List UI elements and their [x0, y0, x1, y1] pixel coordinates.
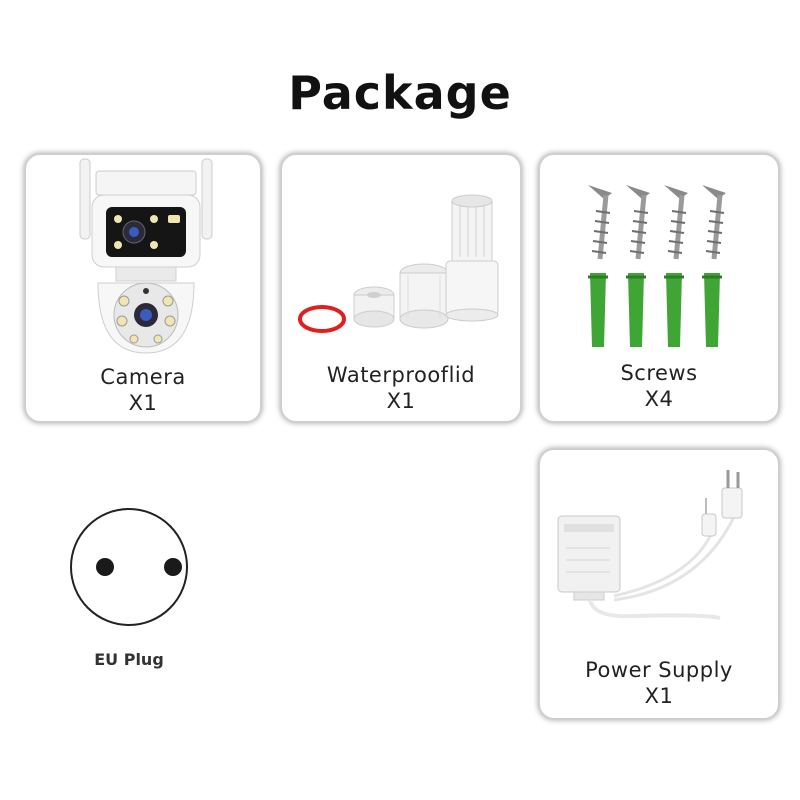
waterprooflid-qty: X1 [386, 389, 416, 413]
camera-icon [79, 158, 213, 354]
page-title: Package [288, 66, 512, 120]
camera-name: Camera [100, 365, 186, 389]
waterproof-lid-icon [298, 194, 499, 333]
plug-pin-right [164, 558, 182, 576]
eu-plug: EU Plug [70, 508, 190, 688]
screws-name: Screws [620, 361, 698, 385]
eu-plug-icon [70, 508, 188, 626]
package-item-waterprooflid: Waterprooflid X1 [280, 153, 522, 423]
eu-plug-label: EU Plug [94, 650, 164, 669]
waterprooflid-name: Waterprooflid [326, 363, 476, 387]
package-item-power-supply: Power Supply X1 [538, 448, 780, 720]
screws-qty: X4 [644, 387, 674, 411]
package-item-camera: Camera X1 [24, 153, 262, 423]
power-supply-qty: X1 [644, 684, 674, 708]
power-supply-icon [557, 470, 743, 620]
package-item-screws: Screws X4 [538, 153, 780, 423]
plug-pin-left [96, 558, 114, 576]
screws-icon [588, 185, 726, 347]
camera-qty: X1 [128, 391, 158, 415]
power-supply-name: Power Supply [585, 658, 733, 682]
